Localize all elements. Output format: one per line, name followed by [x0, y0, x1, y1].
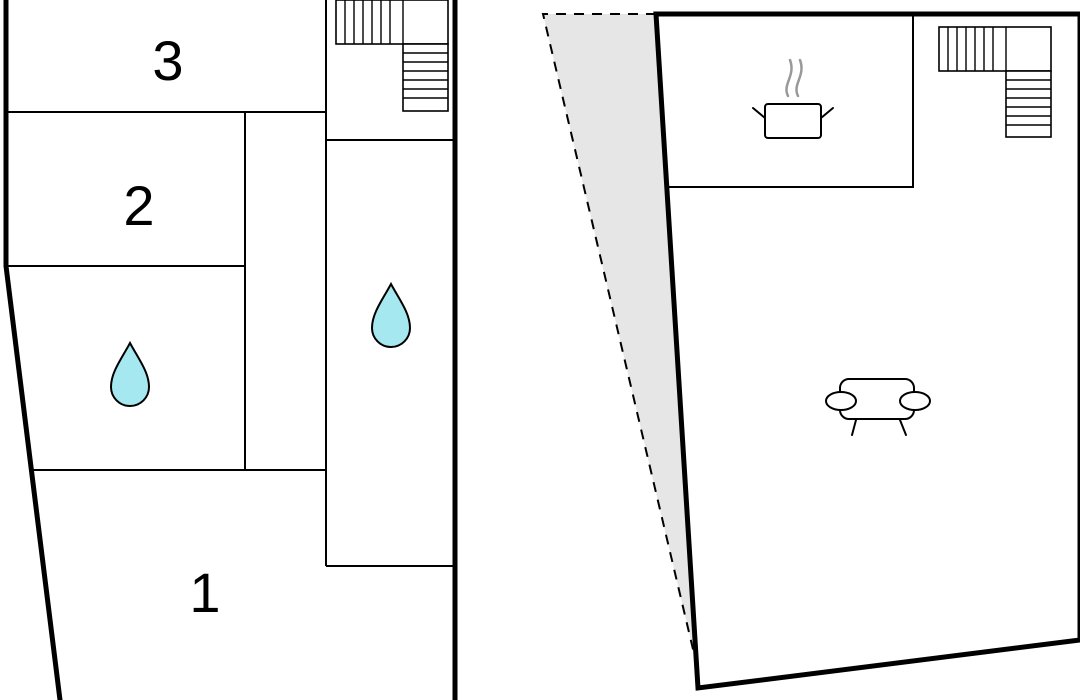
floor-plan-left: 3 2 1 — [3, 0, 458, 700]
exterior-wall — [653, 11, 1080, 691]
exterior-boundary-dashed — [541, 13, 697, 663]
staircase-icon — [938, 26, 1052, 138]
water-drop-icon — [109, 340, 151, 407]
armchair-icon — [825, 378, 931, 436]
exterior-area — [543, 14, 696, 662]
room-number-2: 2 — [123, 174, 154, 237]
water-drop-icon — [370, 281, 412, 348]
room-number-3: 3 — [152, 29, 183, 92]
room-number-1: 1 — [189, 561, 220, 624]
staircase-icon — [335, 0, 449, 112]
partition-wall — [668, 16, 914, 188]
cooking-pot-icon — [752, 58, 834, 139]
exterior-wall — [3, 0, 63, 700]
floor-plan-right — [541, 11, 1080, 691]
